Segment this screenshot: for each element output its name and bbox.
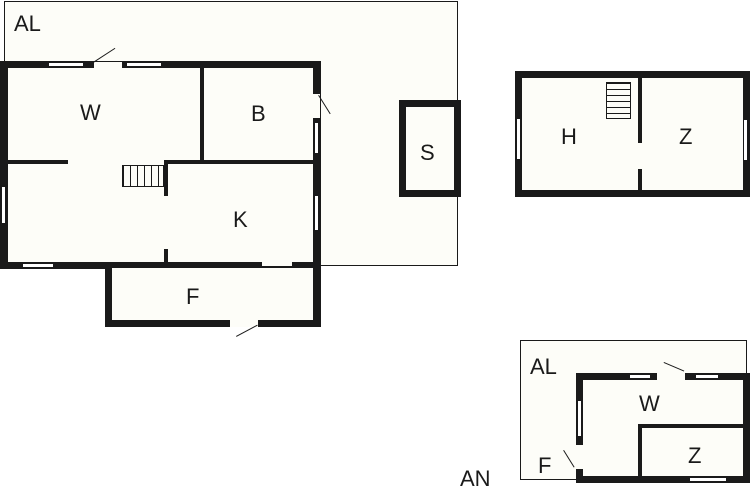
- wall-k-left-lower: [164, 249, 168, 264]
- entry-door-top[interactable]: [94, 62, 122, 68]
- wall-h-z-upper: [638, 78, 642, 143]
- annex-label: AN: [460, 466, 491, 491]
- window-annex-top-right: [695, 374, 719, 379]
- window-annex-top-left: [629, 374, 651, 379]
- room-label-w: W: [80, 100, 101, 125]
- upper-floor-floor: [522, 78, 743, 190]
- door-k-f[interactable]: [262, 262, 292, 266]
- room-label-k: K: [233, 207, 248, 232]
- door-annex-top[interactable]: [657, 373, 685, 380]
- window-annex-bottom: [689, 477, 727, 482]
- window-z-right: [743, 119, 748, 161]
- outdoor-area-annex-label: AL: [530, 354, 557, 379]
- room-label-f: F: [186, 284, 200, 309]
- window-annex-left: [577, 400, 582, 437]
- window-left-wall: [1, 186, 6, 224]
- window-k-right: [314, 195, 319, 231]
- window-b-right: [314, 122, 319, 154]
- wall-h-z-lower: [638, 169, 642, 190]
- window-h-left: [516, 118, 521, 160]
- wall-annex-z-top: [638, 424, 743, 428]
- door-b-exterior[interactable]: [313, 94, 320, 118]
- stairs-main: [122, 165, 164, 187]
- wall-b-k: [164, 160, 313, 164]
- wall-annex-z-left: [638, 424, 642, 476]
- window-bottom-left: [22, 263, 54, 268]
- wall-k-left-upper: [164, 160, 168, 196]
- window-top-right: [126, 62, 162, 67]
- room-label-s: S: [420, 140, 435, 165]
- room-label-h: H: [561, 124, 577, 149]
- door-annex-left[interactable]: [576, 445, 583, 469]
- room-label-b: B: [251, 101, 266, 126]
- porch-floor: [112, 268, 313, 320]
- wall-w-b: [200, 68, 204, 162]
- annex-floor: [583, 380, 743, 476]
- room-label-z-annex: Z: [688, 443, 702, 468]
- wall-w-stub: [8, 160, 68, 164]
- wall-k-f: [112, 262, 313, 266]
- window-top-left: [48, 62, 84, 67]
- outdoor-area-label: AL: [14, 11, 41, 36]
- shed-floor: [406, 107, 454, 190]
- stairs-upper: [606, 82, 631, 119]
- room-label-w-annex: W: [639, 391, 660, 416]
- room-label-z-upper: Z: [679, 124, 693, 149]
- door-porch-exterior[interactable]: [230, 320, 258, 327]
- room-label-f-annex: F: [538, 453, 552, 478]
